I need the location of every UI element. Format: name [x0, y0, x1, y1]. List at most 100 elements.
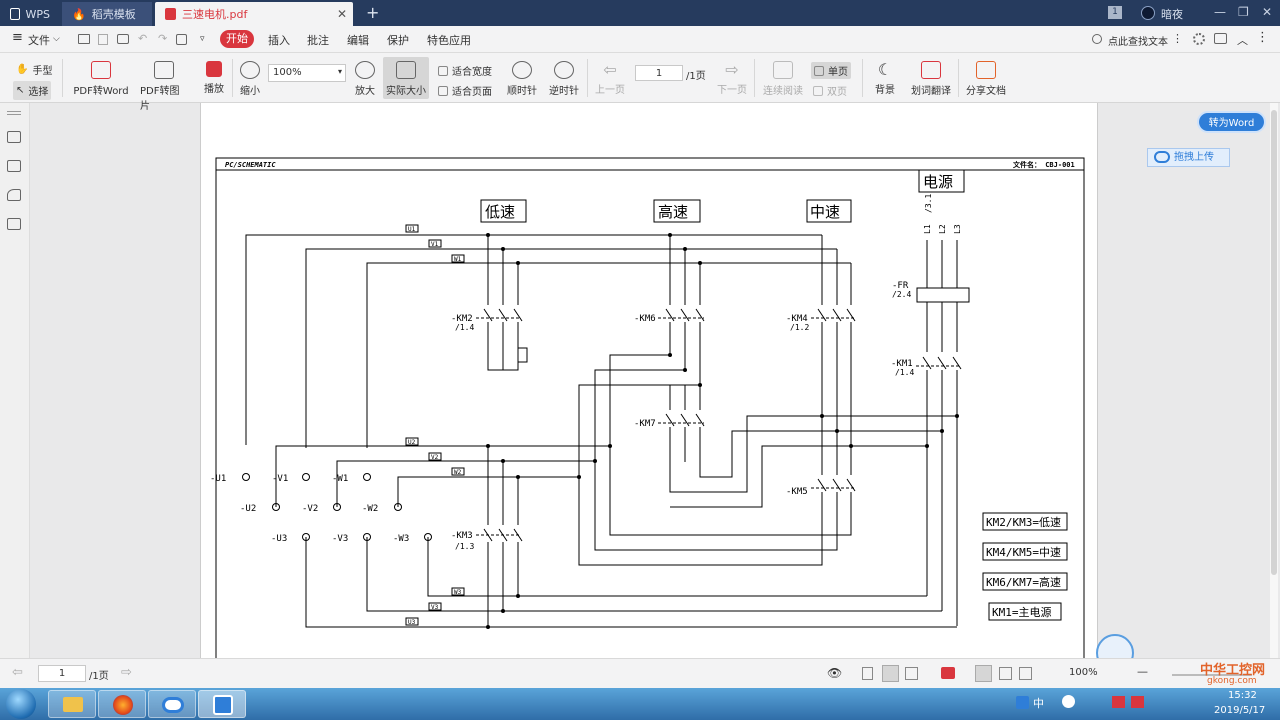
settings-icon[interactable] [1193, 33, 1205, 45]
next-page-icon[interactable]: ⇨ [121, 665, 132, 680]
divider [587, 59, 588, 97]
scrollbar-thumb[interactable] [1271, 110, 1277, 575]
outline-icon[interactable] [7, 131, 21, 143]
page-number-input[interactable]: 1 [635, 65, 683, 81]
search-text-button[interactable]: 点此查找文本 [1108, 37, 1168, 48]
play-icon[interactable] [941, 667, 955, 679]
zoom-select[interactable]: 100% ▾ [268, 64, 346, 82]
save-icon[interactable] [98, 34, 108, 45]
status-page-input[interactable]: 1 [38, 665, 86, 682]
select-tool-button[interactable]: ↖选择 [13, 81, 52, 100]
menu-annotate[interactable]: 批注 [307, 34, 329, 47]
comment-icon[interactable] [1214, 33, 1227, 44]
translate-button[interactable]: 划词翻译 [910, 59, 952, 97]
minimize-button[interactable]: — [1214, 5, 1226, 19]
rotate-cw-button[interactable]: 顺时针 [506, 59, 538, 97]
convert-to-word-button[interactable]: 转为Word [1197, 111, 1266, 133]
search-icon[interactable] [1092, 34, 1102, 44]
label-u2: -U2 [240, 504, 256, 514]
help-icon[interactable] [1062, 695, 1075, 708]
eye-icon[interactable]: 👁 [827, 666, 843, 680]
more-options-icon[interactable]: ⋮ [1172, 32, 1183, 45]
print-icon[interactable] [117, 34, 129, 44]
overflow-icon[interactable]: ⋮ [1256, 30, 1269, 45]
tab-pdf-document[interactable]: 三速电机.pdf ✕ [155, 2, 353, 26]
input-method-icon[interactable] [1016, 696, 1029, 709]
pdf-to-image-label: PDF转图片 [140, 86, 180, 112]
tab-wps-home[interactable]: WPS [0, 2, 60, 26]
continuous-view-icon[interactable] [862, 667, 873, 680]
fit-width-button[interactable]: 适合宽度 [438, 63, 492, 78]
share-doc-button[interactable]: 分享文档 [965, 59, 1007, 97]
zoom-out-button[interactable]: 缩小 [238, 59, 262, 97]
actual-size-icon[interactable] [975, 665, 992, 682]
zoom-out-icon[interactable]: — [1137, 665, 1148, 678]
zoom-in-button[interactable]: 放大 [353, 59, 377, 97]
thumbnail-icon[interactable] [7, 160, 21, 172]
taskbar-firefox[interactable] [98, 690, 146, 718]
zoom-in-icon [355, 61, 375, 79]
next-page-button[interactable]: ⇨下一页 [716, 59, 748, 96]
fit-page-button[interactable]: 适合页面 [438, 83, 492, 98]
continuous-read-button[interactable]: 连续阅读 [762, 59, 804, 97]
tray-flag-icon[interactable] [1131, 696, 1144, 708]
chevron-down-icon[interactable]: ⌵ [53, 34, 60, 44]
pdf-to-image-button[interactable]: PDF转图片 [140, 59, 188, 112]
menu-insert[interactable]: 插入 [268, 34, 290, 47]
label-high-speed: 高速 [658, 203, 688, 221]
prev-page-icon[interactable]: ⇦ [12, 665, 23, 680]
more-icon[interactable]: ▿ [200, 34, 205, 44]
restore-button[interactable]: ❐ [1238, 5, 1249, 19]
menu-edit[interactable]: 编辑 [347, 34, 369, 47]
rotate-ccw-icon [554, 61, 574, 79]
double-page-label: 双页 [827, 87, 847, 98]
chevron-up-icon[interactable]: ︿ [1237, 34, 1248, 47]
pdf-to-word-label: PDF转Word [73, 86, 129, 97]
attachment-icon[interactable] [7, 218, 21, 230]
double-page-button[interactable]: 双页 [813, 83, 847, 98]
avatar[interactable] [1141, 6, 1155, 20]
export-icon[interactable] [176, 34, 187, 45]
rotate-ccw-button[interactable]: 逆时针 [548, 59, 580, 97]
double-view-icon[interactable] [905, 667, 918, 680]
antivirus-icon[interactable] [1112, 696, 1125, 708]
user-name[interactable]: 暗夜 [1161, 8, 1183, 21]
background-button[interactable]: ☾背景 [870, 59, 900, 96]
collapse-handle[interactable] [7, 111, 21, 112]
hand-tool-button[interactable]: ✋手型 [16, 62, 52, 77]
menu-special[interactable]: 特色应用 [427, 34, 471, 47]
tab-template[interactable]: 🔥 稻壳模板 [62, 2, 152, 26]
menu-file[interactable]: 文件 [28, 34, 50, 47]
new-tab-button[interactable]: + [366, 3, 380, 22]
fit-page-icon[interactable] [1019, 667, 1032, 680]
taskbar-baidu-cloud[interactable] [148, 690, 196, 718]
tab-close-icon[interactable]: ✕ [336, 7, 347, 21]
drag-upload-button[interactable]: 拖拽上传 [1147, 148, 1230, 167]
menu-protect[interactable]: 保护 [387, 34, 409, 47]
page-badge[interactable]: 1 [1108, 6, 1122, 19]
pdf-to-word-button[interactable]: PDF转Word [73, 59, 129, 97]
single-page-icon [814, 65, 824, 76]
start-button[interactable] [6, 689, 36, 719]
prev-page-button[interactable]: ⇦上一页 [594, 59, 626, 96]
zoom-slider[interactable] [1172, 674, 1252, 676]
open-folder-icon[interactable] [78, 34, 90, 44]
zoom-value: 100% [273, 67, 302, 78]
input-language[interactable]: 中 [1033, 697, 1044, 710]
play-button[interactable]: 播放 [202, 59, 226, 95]
label-km2-ref: /1.4 [455, 323, 474, 332]
fit-width-icon[interactable] [999, 667, 1012, 680]
close-window-button[interactable]: ✕ [1262, 5, 1273, 19]
taskbar-wps[interactable] [198, 690, 246, 718]
undo-icon[interactable]: ↶ [138, 32, 148, 45]
actual-size-button[interactable]: 实际大小 [383, 57, 429, 99]
annotation-icon[interactable] [7, 189, 21, 201]
zoom-out-label: 缩小 [240, 86, 260, 97]
title-bar: WPS 🔥 稻壳模板 三速电机.pdf ✕ + 1 暗夜 — ❐ ✕ [0, 0, 1280, 26]
single-page-button[interactable]: 单页 [811, 62, 851, 79]
redo-icon[interactable]: ↷ [158, 32, 168, 45]
single-view-icon[interactable] [882, 665, 899, 682]
taskbar-explorer[interactable] [48, 690, 96, 718]
hamburger-icon[interactable]: ≡ [12, 30, 23, 45]
menu-start[interactable]: 开始 [220, 30, 254, 48]
